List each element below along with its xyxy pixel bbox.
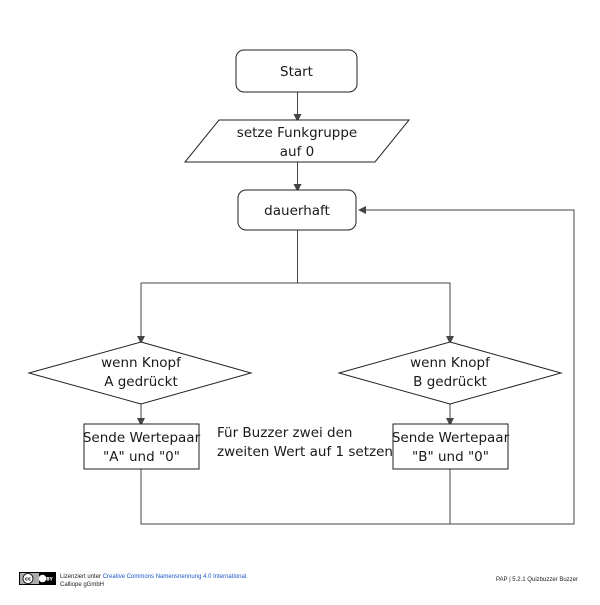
- cc-by-license-badge: cc BY: [19, 572, 56, 585]
- connectors: [137, 92, 575, 525]
- forever-node: dauerhaft: [237, 189, 357, 231]
- decision-b-label-line1: wenn Knopf: [410, 355, 491, 371]
- forever-label: dauerhaft: [264, 203, 330, 219]
- license-footer: Lizenziert unter Creative Commons Namens…: [60, 573, 248, 589]
- set-group-node: setze Funkgruppe auf 0: [183, 119, 411, 163]
- page-reference: PAP | 5.2.1 Quizbuzzer Buzzer: [495, 577, 578, 583]
- send-b-label-line2: "B" und "0": [412, 449, 489, 465]
- send-b-label-line1: Sende Wertepaar: [392, 430, 510, 446]
- decision-a-node: wenn Knopf A gedrückt: [27, 341, 253, 405]
- set-group-label-line2: auf 0: [280, 144, 314, 160]
- set-group-label-line1: setze Funkgruppe: [237, 125, 357, 141]
- connector-split-to-b: [141, 282, 454, 344]
- cc-icon: cc: [25, 576, 31, 582]
- send-a-label-line2: "A" und "0": [103, 449, 180, 465]
- connector-loop-back: [140, 206, 575, 525]
- start-node: Start: [235, 49, 358, 93]
- by-icon: [38, 574, 47, 583]
- send-a-label-line1: Sende Wertepaar: [83, 430, 201, 446]
- send-a-node: Sende Wertepaar "A" und "0": [83, 423, 201, 470]
- note-annotation: Für Buzzer zwei den zweiten Wert auf 1 s…: [217, 425, 393, 460]
- decision-b-node: wenn Knopf B gedrückt: [337, 341, 563, 405]
- decision-b-label-line2: B gedrückt: [413, 374, 487, 390]
- note-line2: zweiten Wert auf 1 setzen: [217, 444, 393, 460]
- by-label: BY: [46, 577, 53, 583]
- note-line1: Für Buzzer zwei den: [217, 425, 352, 441]
- send-b-node: Sende Wertepaar "B" und "0": [392, 423, 510, 470]
- license-prefix: Lizenziert unter: [60, 574, 103, 580]
- decision-a-label-line1: wenn Knopf: [101, 355, 182, 371]
- start-label: Start: [280, 64, 313, 80]
- decision-a-label-line2: A gedrückt: [104, 374, 178, 390]
- company-name: Calliope gGmbH: [60, 582, 105, 588]
- license-link[interactable]: Creative Commons Namensnennung 4.0 Inter…: [102, 574, 248, 580]
